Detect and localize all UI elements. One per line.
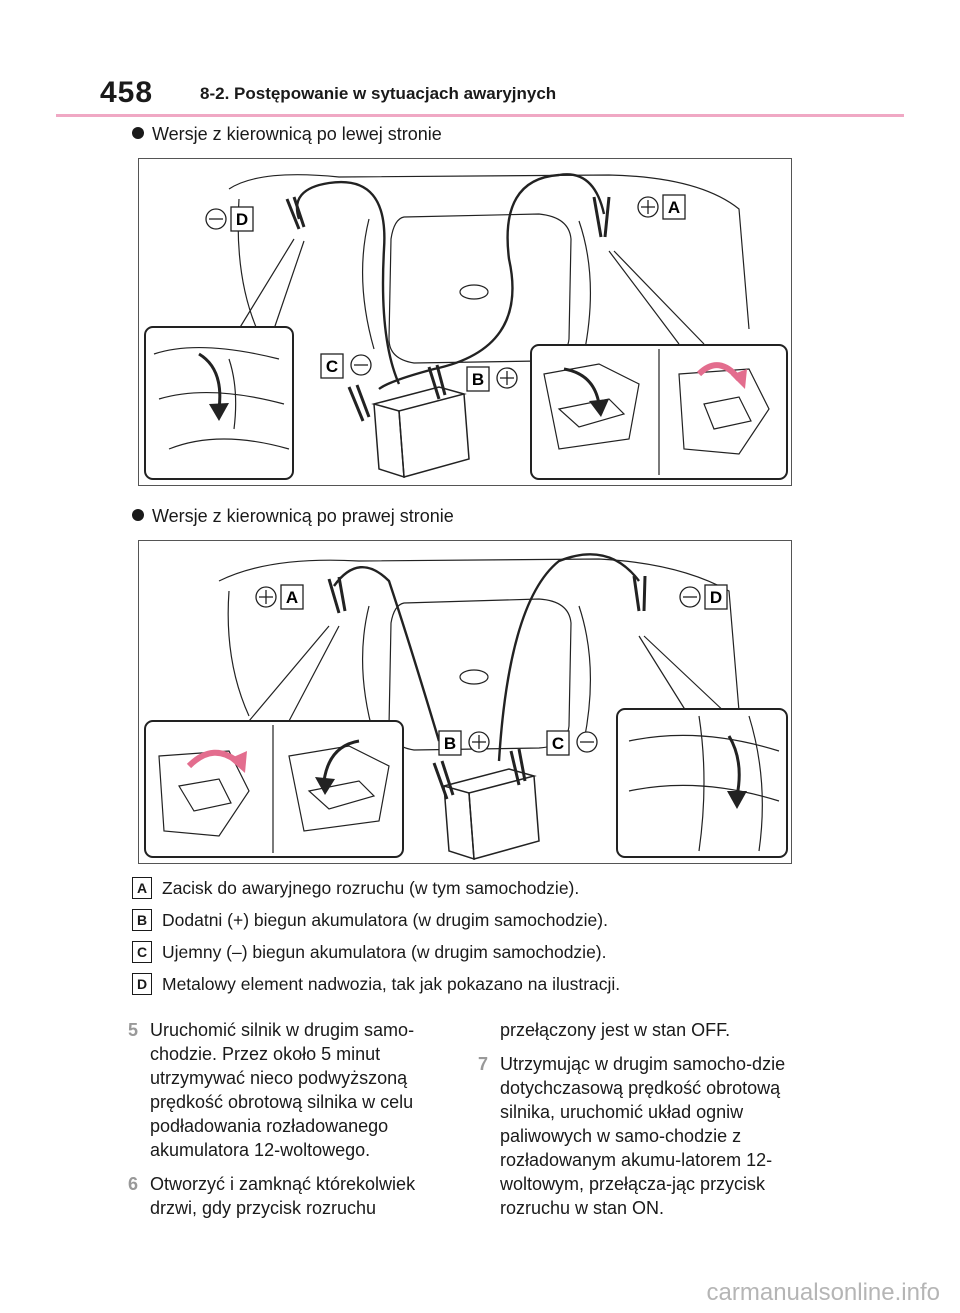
- label-b: B: [444, 734, 456, 753]
- illustration-lhd: D A C B: [138, 158, 792, 486]
- page-number: 458: [100, 76, 154, 109]
- step-text: Uruchomić silnik w drugim samo-chodzie. …: [150, 1020, 415, 1160]
- step-7: 7 Utrzymując w drugim samocho-dzie dotyc…: [478, 1052, 808, 1220]
- figure-caption-text: Wersje z kierownicą po prawej stronie: [152, 506, 454, 526]
- header-divider: [56, 114, 904, 117]
- legend-item: A Zacisk do awaryjnego rozruchu (w tym s…: [132, 872, 620, 904]
- legend-key: A: [132, 877, 152, 899]
- step-number: 7: [478, 1054, 489, 1074]
- label-a: A: [286, 588, 298, 607]
- figure-caption-rhd: Wersje z kierownicą po prawej stronie: [132, 506, 454, 527]
- engine-bay-drawing-rhd: A D B C: [144, 553, 788, 861]
- label-c-group: C: [320, 353, 372, 379]
- steps-left-column: 5 Uruchomić silnik w drugim samo-chodzie…: [128, 1018, 458, 1230]
- steps-right-column: przełączony jest w stan OFF. 7 Utrzymują…: [478, 1018, 808, 1230]
- legend-text: Ujemny (–) biegun akumulatora (w drugim …: [162, 941, 607, 962]
- engine-bay-drawing-lhd: D A C B: [144, 173, 788, 480]
- label-c-group: C: [546, 730, 598, 756]
- legend-key: D: [132, 973, 152, 995]
- label-a-group: A: [255, 584, 304, 610]
- section-title: 8-2. Postępowanie w sytuacjach awaryjnyc…: [200, 84, 557, 103]
- legend-key: B: [132, 909, 152, 931]
- label-c: C: [552, 734, 564, 753]
- legend-text: Zacisk do awaryjnego rozruchu (w tym sam…: [162, 877, 580, 898]
- figure-caption-text: Wersje z kierownicą po lewej stronie: [152, 124, 442, 144]
- legend-text: Dodatni (+) biegun akumulatora (w drugim…: [162, 909, 608, 930]
- label-d-group: D: [205, 206, 254, 232]
- label-d-group: D: [679, 584, 728, 610]
- label-d: D: [710, 588, 722, 607]
- label-a-group: A: [637, 194, 686, 220]
- label-c: C: [326, 357, 338, 376]
- legend-item: D Metalowy element nadwozia, tak jak pok…: [132, 968, 620, 1000]
- bullet-icon: [132, 127, 144, 139]
- figure-legend: A Zacisk do awaryjnego rozruchu (w tym s…: [132, 872, 620, 1000]
- label-b-group: B: [438, 730, 490, 756]
- label-d: D: [236, 210, 248, 229]
- legend-text: Metalowy element nadwozia, tak jak pokaz…: [162, 973, 621, 994]
- bullet-icon: [132, 509, 144, 521]
- illustration-rhd: A D B C: [138, 540, 792, 864]
- legend-item: B Dodatni (+) biegun akumulatora (w drug…: [132, 904, 620, 936]
- label-b-group: B: [466, 366, 518, 392]
- step-number: 5: [128, 1020, 139, 1040]
- step-5: 5 Uruchomić silnik w drugim samo-chodzie…: [128, 1018, 458, 1162]
- figure-caption-lhd: Wersje z kierownicą po lewej stronie: [132, 124, 442, 145]
- legend-key: C: [132, 941, 152, 963]
- step-number: 6: [128, 1174, 139, 1194]
- step-6: 6 Otworzyć i zamknąć którekolwiek drzwi,…: [128, 1172, 458, 1220]
- legend-item: C Ujemny (–) biegun akumulatora (w drugi…: [132, 936, 620, 968]
- step-text: Otworzyć i zamknąć którekolwiek drzwi, g…: [150, 1174, 416, 1218]
- step-6-continuation: przełączony jest w stan OFF.: [500, 1020, 731, 1040]
- watermark: carmanualsonline.info: [706, 1279, 940, 1306]
- step-text: Utrzymując w drugim samocho-dzie dotychc…: [500, 1054, 786, 1218]
- label-b: B: [472, 370, 484, 389]
- label-a: A: [668, 198, 680, 217]
